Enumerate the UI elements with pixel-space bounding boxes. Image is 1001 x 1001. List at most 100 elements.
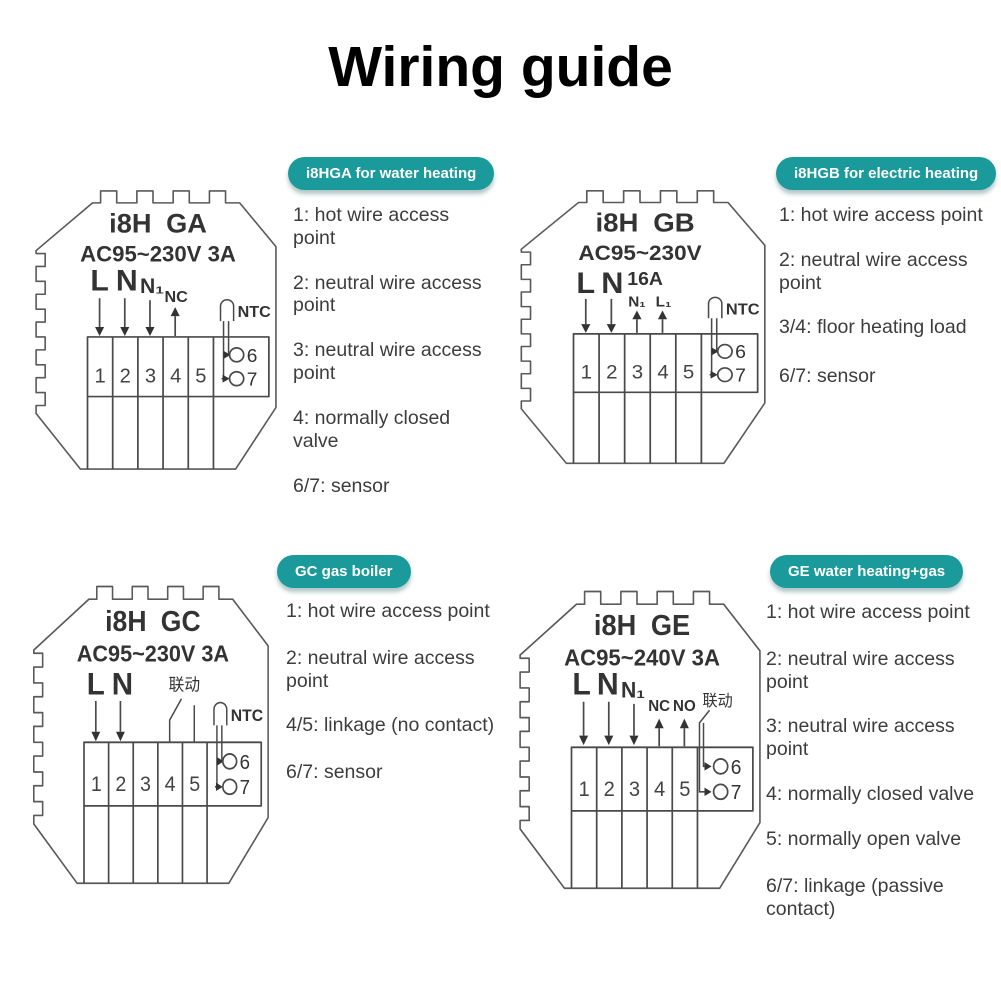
wiring-note: 4: normally closed valve [766, 783, 975, 806]
wire-label-l1: L₁ [656, 294, 672, 311]
terminal-5: 5 [683, 362, 694, 383]
notes-gb: 1: hot wire access point 2: neutral wire… [779, 204, 987, 410]
wiring-note: 2: neutral wire access point [779, 248, 968, 294]
wire-label-n: N [601, 268, 623, 300]
ntc-label: NTC [238, 304, 272, 321]
badge-ge: GE water heating+gas [770, 555, 964, 588]
terminal-block: 1 2 3 4 5 [572, 333, 759, 464]
thermostat-plate [520, 190, 766, 465]
wire-label-l: L [87, 666, 105, 702]
page-title: Wiring guide [328, 35, 673, 99]
output-6: 6 [240, 751, 250, 774]
wire-arrows [91, 700, 125, 742]
sensor-outputs: 6 7 [716, 343, 746, 386]
terminal-4: 4 [165, 772, 176, 796]
wire-label-n1: N₁ [628, 294, 645, 311]
terminal-3: 3 [140, 772, 151, 796]
terminal-1: 1 [94, 366, 105, 388]
terminal-block: 1 2 3 4 5 [86, 336, 270, 470]
thermostat-diagram-ge: i8H GE AC95~240V 3A L N N₁ NC NO 联动 1 2 … [519, 590, 761, 890]
wiring-note: 2: neutral wire access point [293, 271, 482, 317]
notes-gc: 1: hot wire access point 2: neutral wire… [286, 600, 518, 806]
output-7: 7 [735, 366, 746, 386]
notes-ge: 1: hot wire access point 2: neutral wire… [766, 601, 988, 942]
wire-label-n1: N₁ [140, 275, 164, 298]
terminal-block: 1 2 3 4 5 [570, 746, 754, 889]
wire-arrows [581, 298, 668, 333]
ntc-label: NTC [231, 707, 264, 726]
linkage-label: 联动 [703, 692, 733, 710]
badge-ga: i8HGA for water heating [288, 157, 495, 190]
thermostat-diagram-gc: i8H GC AC95~230V 3A L N 联动 1 2 3 4 5 NTC [32, 585, 269, 885]
wiring-note: 1: hot wire access point [293, 204, 450, 249]
wire-label-nc: NC [648, 698, 670, 715]
terminal-2: 2 [115, 772, 126, 796]
rating-label: AC95~230V 3A [80, 242, 236, 267]
wiring-note: 6/7: sensor [779, 365, 876, 388]
terminal-4: 4 [170, 366, 181, 388]
ntc-sensor: NTC [213, 701, 264, 792]
wiring-note: 2: neutral wire access point [286, 646, 475, 692]
terminal-1: 1 [578, 778, 589, 802]
wire-arrows [95, 298, 180, 336]
wire-label-no: NO [673, 698, 696, 715]
output-7: 7 [240, 777, 250, 800]
wire-label-n: N [116, 264, 138, 297]
terminal-2: 2 [604, 778, 615, 802]
sensor-outputs: 6 7 [712, 756, 742, 804]
terminal-block: 1 2 3 4 5 [83, 741, 263, 884]
wiring-note: 6/7: sensor [286, 761, 383, 784]
wiring-note: 1: hot wire access point [286, 600, 490, 622]
thermostat-plate [35, 190, 277, 470]
rating-label: AC95~230V 3A [77, 641, 229, 667]
ntc-sensor: NTC [707, 296, 760, 379]
wiring-note: 3: neutral wire access point [293, 339, 482, 385]
wire-label-n: N [597, 666, 619, 702]
terminal-4: 4 [654, 778, 665, 802]
model-label: i8H GA [109, 209, 207, 239]
thermostat-diagram-gb: i8H GB AC95~230V L N 16A N₁ L₁ 1 2 3 4 5… [520, 190, 766, 465]
wiring-note: 5: normally open valve [766, 827, 962, 850]
wiring-note: 4: normally closed valve [293, 406, 451, 452]
wire-label-n1: N₁ [621, 677, 645, 703]
wire-arrows [579, 701, 689, 747]
terminal-3: 3 [145, 366, 156, 388]
terminal-1: 1 [581, 362, 592, 383]
output-6: 6 [247, 346, 258, 367]
sensor-outputs: 6 7 [228, 346, 258, 391]
linkage-lines [168, 698, 196, 743]
thermostat-diagram-ga: i8H GA AC95~230V 3A L N N₁ NC 1 2 3 4 5 [35, 190, 277, 470]
model-label: i8H GC [105, 605, 201, 637]
output-6: 6 [731, 756, 742, 779]
badge-gb: i8HGB for electric heating [776, 157, 997, 190]
wiring-note: 4/5: linkage (no contact) [286, 714, 495, 737]
wiring-note: 3/4: floor heating load [779, 316, 967, 339]
wiring-note: 6/7: linkage (passive contact) [766, 874, 944, 920]
output-6: 6 [735, 343, 746, 363]
output-7: 7 [247, 370, 258, 391]
wire-label-nc: NC [165, 289, 189, 306]
rating-label: AC95~240V 3A [564, 644, 720, 671]
thermostat-plate [519, 590, 761, 890]
terminal-2: 2 [606, 362, 617, 383]
sensor-outputs: 6 7 [221, 751, 250, 800]
model-label: i8H GE [594, 609, 690, 641]
terminal-5: 5 [189, 772, 200, 796]
wiring-note: 6/7: sensor [293, 474, 390, 497]
thermostat-plate [32, 585, 269, 885]
ntc-sensor: NTC [219, 298, 272, 383]
terminal-5: 5 [679, 778, 690, 802]
linkage-label: 联动 [169, 676, 200, 695]
terminal-3: 3 [629, 778, 640, 802]
terminal-2: 2 [120, 366, 131, 388]
wiring-note: 2: neutral wire access point [766, 647, 955, 693]
notes-ga: 1: hot wire access point 2: neutral wire… [293, 204, 485, 519]
amp-label: 16A [627, 270, 663, 290]
wire-label-l: L [576, 268, 595, 300]
wiring-note: 3: neutral wire access point [766, 715, 955, 761]
terminal-5: 5 [195, 366, 206, 388]
wire-label-l: L [90, 264, 108, 297]
linkage-lines [698, 709, 712, 797]
rating-label: AC95~230V [578, 240, 702, 264]
